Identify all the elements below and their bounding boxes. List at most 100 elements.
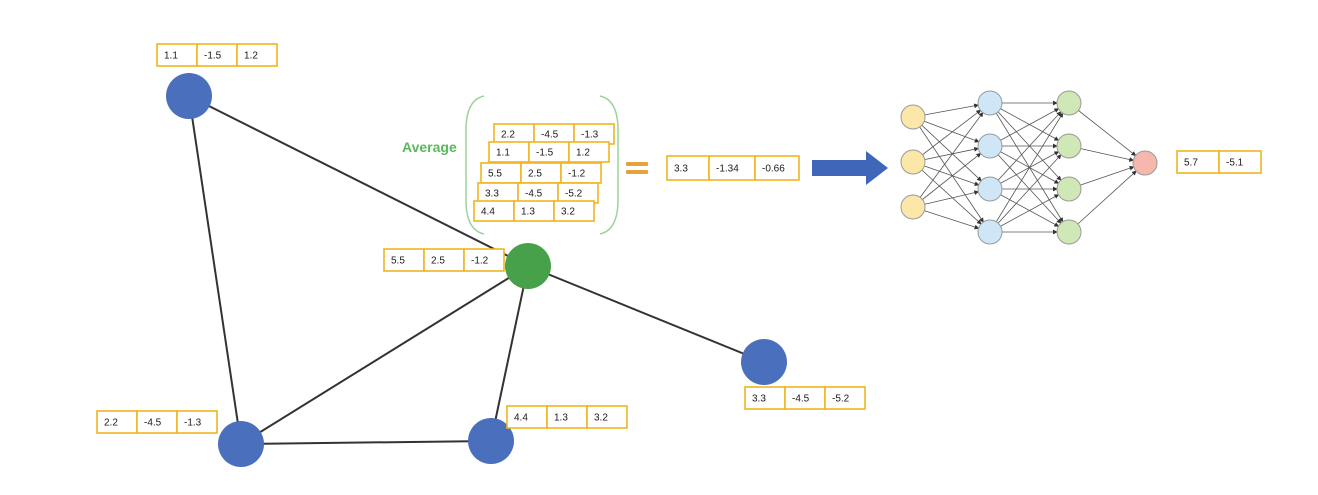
- averaged-vector: 3.3-1.34-0.66: [666, 155, 800, 181]
- average-label: Average: [402, 139, 457, 155]
- nn-connection: [989, 154, 1062, 233]
- graph-edge: [188, 95, 242, 445]
- node-top-left: [166, 73, 212, 119]
- nn-hidden1-neuron: [977, 176, 1003, 202]
- node-right-features-value: -4.5: [792, 394, 810, 405]
- graph-edge: [527, 265, 765, 363]
- nn-hidden1-neuron: [977, 219, 1003, 245]
- nn-connection: [989, 108, 1060, 147]
- nn-connection: [912, 152, 982, 208]
- nn-connection: [912, 161, 982, 225]
- nn-connection: [1068, 102, 1137, 157]
- stacked-vector-value: -5.2: [565, 189, 583, 200]
- stacked-vector-value: 2.2: [501, 130, 515, 141]
- node-right-features-value: -5.2: [832, 394, 850, 405]
- left-bracket: [465, 95, 485, 235]
- stacked-vector: 3.3 -4.5 -5.2: [477, 182, 599, 204]
- node-bottom-middle-features: 4.4 1.3 3.2: [506, 405, 628, 429]
- node-right-features-cell: [824, 386, 866, 410]
- nn-hidden2-neuron: [1056, 219, 1082, 245]
- node-right: [741, 339, 787, 385]
- stacked-vector: 1.1 -1.5 1.2: [488, 141, 610, 163]
- stacked-vector-cell: [568, 141, 610, 163]
- node-bottom-left-features: 2.2 -4.5 -1.3: [96, 410, 218, 434]
- graph-edge: [240, 265, 529, 445]
- nn-connection: [912, 109, 982, 163]
- node-top-left-features-cell: [236, 43, 278, 67]
- nn-hidden2-neuron: [1056, 176, 1082, 202]
- graph-edge: [490, 265, 529, 442]
- nn-hidden2-neuron: [1056, 133, 1082, 159]
- node-target-features-value: -1.2: [471, 256, 489, 267]
- stacked-vector-value: 4.4: [481, 207, 495, 218]
- prediction-vector: 5.7 -5.1: [1176, 150, 1262, 174]
- nn-input-neuron: [900, 149, 926, 175]
- nn-connection: [912, 112, 984, 208]
- node-bottom-middle-features-cell: [586, 405, 628, 429]
- graph-edges: [188, 95, 765, 445]
- nn-hidden1-neuron: [977, 133, 1003, 159]
- neural-network: [900, 90, 1158, 245]
- graph-edge: [240, 440, 492, 445]
- averaged-vector: 3.3-1.34-0.66: [666, 155, 800, 181]
- nn-connection: [989, 112, 1064, 233]
- graph-edge: [188, 95, 529, 267]
- nn-connection: [989, 194, 1060, 233]
- node-right-features: 3.3-4.5-5.2: [744, 386, 866, 410]
- equals-icon: [626, 162, 648, 174]
- stacked-vector-value: 3.2: [561, 207, 575, 218]
- node-target-features-cell: [463, 248, 505, 272]
- stacked-vector-value: -4.5: [541, 130, 559, 141]
- node-target-features-value: 5.5: [391, 256, 405, 267]
- nn-hidden2-neuron: [1056, 90, 1082, 116]
- nn-connection: [989, 145, 1062, 224]
- stacked-vector-value: 1.1: [496, 148, 510, 159]
- stacked-vector-cell: [553, 200, 595, 222]
- node-bottom-middle-features-value: 4.4: [514, 413, 528, 424]
- stacked-vector-value: 3.3: [485, 189, 499, 200]
- nn-input-neuron: [900, 104, 926, 130]
- stacked-vector-value: 5.5: [488, 169, 502, 180]
- nn-connection: [912, 116, 984, 223]
- prediction-vector: 5.7 -5.1: [1176, 150, 1262, 174]
- averaged-vector-value: -1.34: [716, 164, 739, 175]
- node-bottom-left-features-value: 2.2: [104, 418, 118, 429]
- stacked-vector-value: -1.5: [536, 148, 554, 159]
- stacked-vector-value: -4.5: [525, 189, 543, 200]
- nn-connection: [989, 145, 1060, 184]
- node-bottom-left: [218, 421, 264, 467]
- averaged-vector-cell: [708, 155, 756, 181]
- stacked-vector: 2.2 -4.5 -1.3: [493, 123, 615, 145]
- prediction-vector-value: -5.1: [1226, 158, 1244, 169]
- node-bottom-left-features-value: -4.5: [144, 418, 162, 429]
- nn-connection: [989, 102, 1060, 141]
- right-arrow-icon: [812, 151, 888, 185]
- node-top-left-features-value: -1.5: [204, 51, 222, 62]
- graph-nodes: [166, 73, 787, 467]
- prediction-vector-value: 5.7: [1184, 158, 1198, 169]
- nn-connection: [989, 111, 1062, 190]
- averaged-vector-cell: [754, 155, 800, 181]
- node-bottom-middle-features-value: 1.3: [554, 413, 568, 424]
- averaged-vector-value: 3.3: [674, 164, 688, 175]
- node-bottom-left-features-cell: [176, 410, 218, 434]
- node-bottom-middle-features-value: 3.2: [594, 413, 608, 424]
- stacked-vector-value: -1.3: [581, 130, 599, 141]
- stacked-vector-value: 1.2: [576, 148, 590, 159]
- node-top-left-features-value: 1.1: [164, 51, 178, 62]
- prediction-vector-cell: [1218, 150, 1262, 174]
- stacked-vector-value: 1.3: [521, 207, 535, 218]
- node-bottom-middle: [468, 418, 514, 464]
- stacked-vector: 4.4 1.3 3.2: [473, 200, 595, 222]
- nn-connection: [989, 188, 1060, 227]
- nn-output-neuron: [1132, 150, 1158, 176]
- stacked-vector-value: 2.5: [528, 169, 542, 180]
- node-bottom-left-features-value: -1.3: [184, 418, 202, 429]
